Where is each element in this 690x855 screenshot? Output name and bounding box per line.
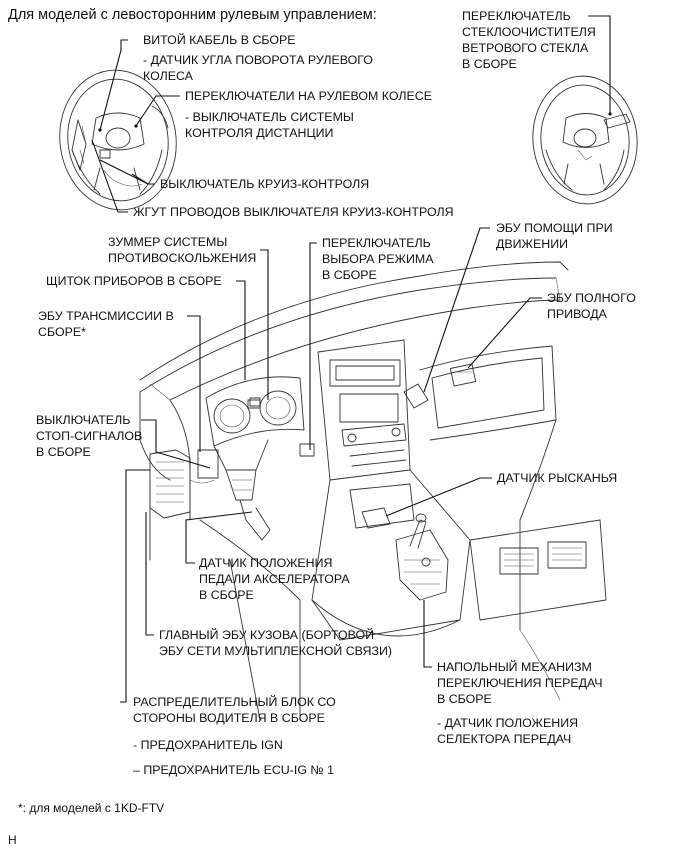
label-stop-light-switch: ВЫКЛЮЧАТЕЛЬ СТОП-СИГНАЛОВ В СБОРЕ (36, 413, 143, 459)
fourwd-ecu-part (449, 363, 477, 387)
label-buzzer: ЗУММЕР СИСТЕМЫ ПРОТИВОСКОЛЬЖЕНИЯ (108, 235, 257, 265)
label-steering-angle-sensor: - ДАТЧИК УГЛА ПОВОРОТА РУЛЕВОГО КОЛЕСА (143, 53, 373, 83)
label-accel-pedal-sensor: ДАТЧИК ПОЛОЖЕНИЯ ПЕДАЛИ АКСЕЛЕРАТОРА В С… (199, 556, 350, 602)
label-fourwd-ecu: ЭБУ ПОЛНОГО ПРИВОДА (547, 291, 636, 321)
label-shift-lever: НАПОЛЬНЫЙ МЕХАНИЗМ ПЕРЕКЛЮЧЕНИЯ ПЕРЕДАЧ … (437, 660, 603, 706)
label-cruise-harness: ЖГУТ ПРОВОДОВ ВЫКЛЮЧАТЕЛЯ КРУИЗ-КОНТРОЛЯ (133, 205, 454, 219)
diagram-title: Для моделей с левосторонним рулевым упра… (8, 7, 377, 23)
shift-lever-illustration (395, 513, 449, 601)
driving-support-ecu-part (403, 383, 429, 409)
label-wiper-switch: ПЕРЕКЛЮЧАТЕЛЬ СТЕКЛООЧИСТИТЕЛЯ ВЕТРОВОГО… (462, 9, 596, 71)
steering-wheel-right-illustration (532, 75, 638, 205)
label-fuse-ign: - ПРЕДОХРАНИТЕЛЬ IGN (133, 738, 283, 752)
footnote: *: для моделей с 1KD-FTV (18, 801, 165, 815)
label-combination-meter: ЩИТОК ПРИБОРОВ В СБОРЕ (46, 274, 222, 288)
steering-wheel-left-illustration (59, 69, 177, 211)
combination-meter-illustration (205, 376, 305, 447)
label-fuse-ecu-ig: – ПРЕДОХРАНИТЕЛЬ ECU-IG № 1 (133, 763, 335, 777)
dashboard-illustration (139, 261, 607, 721)
label-transmission-ecu: ЭБУ ТРАНСМИССИИ В СБОРЕ* (38, 309, 174, 339)
label-main-body-ecu: ГЛАВНЫЙ ЭБУ КУЗОВА (БОРТОВОЙ ЭБУ СЕТИ МУ… (159, 628, 393, 658)
label-mode-select-switch: ПЕРЕКЛЮЧАТЕЛЬ ВЫБОРА РЕЖИМА В СБОРЕ (322, 236, 434, 282)
steering-column-illustration (213, 439, 271, 541)
label-junction-block: РАСПРЕДЕЛИТЕЛЬНЫЙ БЛОК СО СТОРОНЫ ВОДИТЕ… (133, 695, 336, 725)
label-cruise-switch: ВЫКЛЮЧАТЕЛЬ КРУИЗ-КОНТРОЛЯ (160, 177, 370, 191)
corner-mark: H (8, 833, 17, 847)
label-distance-control-switch: - ВЫКЛЮЧАТЕЛЬ СИСТЕМЫ КОНТРОЛЯ ДИСТАНЦИИ (185, 110, 354, 140)
yaw-sensor-part (361, 507, 391, 529)
label-spiral-cable: ВИТОЙ КАБЕЛЬ В СБОРЕ (143, 33, 296, 47)
label-shift-position-sensor: - ДАТЧИК ПОЛОЖЕНИЯ СЕЛЕКТОРА ПЕРЕДАЧ (437, 716, 579, 746)
label-yaw-sensor: ДАТЧИК РЫСКАНЬЯ (497, 471, 618, 485)
leader-lines (91, 15, 612, 703)
label-steering-pad-switches: ПЕРЕКЛЮЧАТЕЛИ НА РУЛЕВОМ КОЛЕСЕ (185, 89, 432, 103)
buzzer-part (299, 443, 315, 457)
mode-switch-part (249, 397, 261, 407)
label-driving-support-ecu: ЭБУ ПОМОЩИ ПРИ ДВИЖЕНИИ (496, 221, 613, 251)
